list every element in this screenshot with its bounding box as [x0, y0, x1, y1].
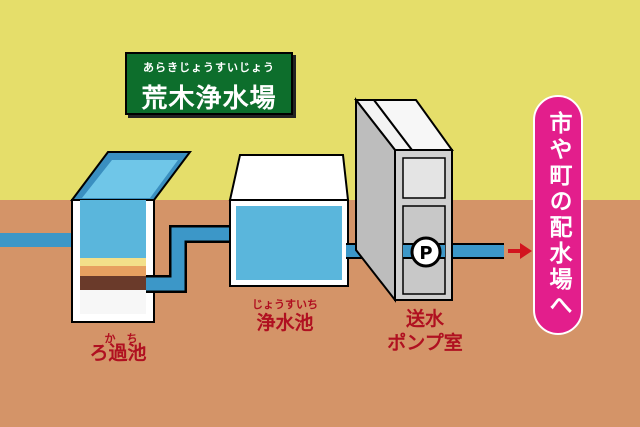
clean-water-pond: [228, 154, 350, 287]
title-main: 荒木浄水場: [141, 84, 277, 114]
pump-room-label-line2: ポンプ室: [387, 332, 463, 354]
pump-room: [353, 97, 454, 303]
destination-box: 市や町の配水場へ: [533, 95, 583, 335]
pump-room-label-line1: 送水: [405, 308, 444, 330]
right-arrow-icon: [508, 243, 532, 259]
pump-icon: P: [410, 236, 442, 268]
pump-symbol: P: [419, 243, 432, 264]
clean-water-pond-label: 浄水池: [256, 312, 314, 334]
filter-pond-ruby: か ち: [104, 332, 138, 345]
inlet-pipe: [0, 233, 78, 247]
destination-label: 市や町の配水場へ: [545, 111, 571, 319]
filter-pond-label: ろ過池: [89, 342, 147, 364]
title-box: あらきじょうすいじょう 荒木浄水場: [125, 52, 293, 115]
filter-pond: [70, 151, 192, 323]
title-ruby: あらきじょうすいじょう: [143, 61, 275, 74]
clean-water-pond-ruby: じょうすいち: [252, 298, 318, 311]
